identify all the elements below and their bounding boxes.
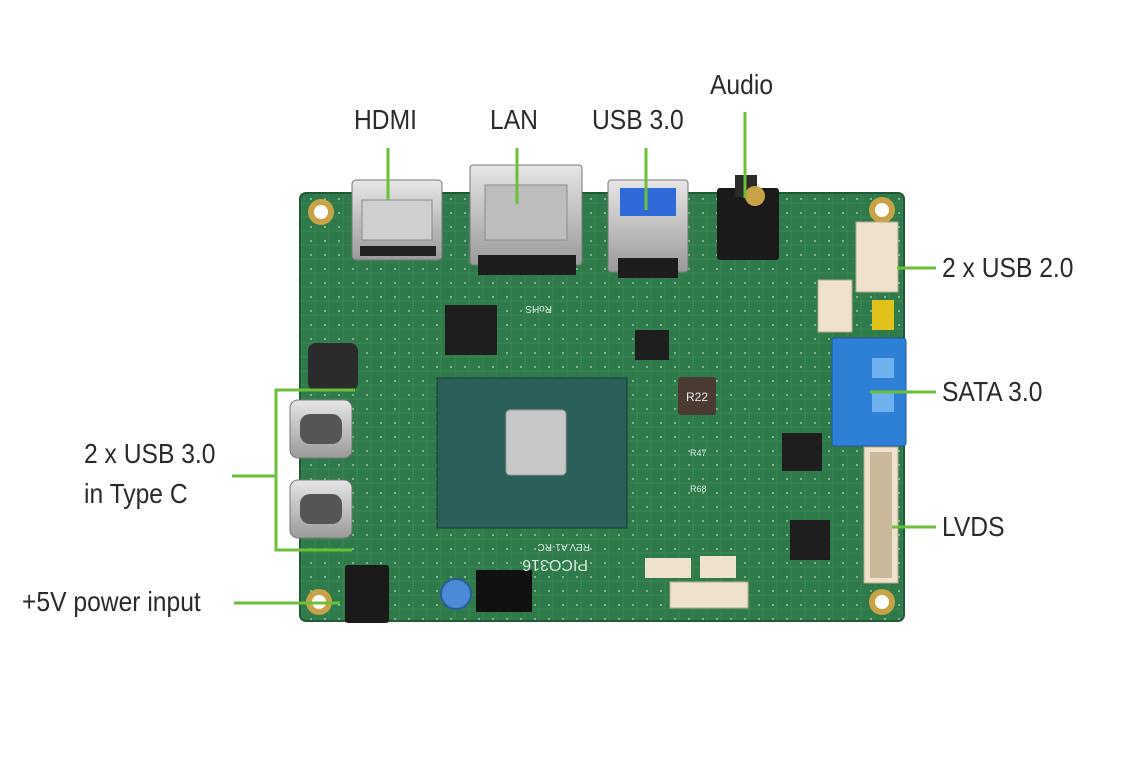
sata-label: SATA 3.0	[942, 376, 1043, 407]
usb20-headers	[817, 221, 899, 333]
board-rev-text: REV.A1-RC	[538, 541, 590, 552]
rohs-text: RoHS	[525, 303, 552, 314]
power-label: +5V power input	[22, 586, 201, 617]
board-model-text: PICO316	[522, 556, 588, 573]
r68-text: R68	[690, 484, 707, 494]
r47-text: R47	[690, 448, 707, 458]
usb30-connector	[607, 179, 689, 278]
sata-connector	[831, 337, 907, 447]
misc-components	[308, 305, 830, 612]
audio-label: Audio	[710, 69, 774, 100]
lan-connector	[469, 164, 583, 275]
usbc-ports	[289, 399, 353, 539]
usbc-label-line2: in Type C	[84, 478, 188, 509]
audio-jack	[717, 175, 779, 260]
silkscreen-text: PICO316 REV.A1-RC RoHS R22 R47 R68	[522, 303, 708, 573]
lvds-label: LVDS	[942, 511, 1005, 542]
hdmi-connector	[351, 179, 443, 261]
usb20-label: 2 x USB 2.0	[942, 252, 1074, 283]
usb30-label: USB 3.0	[592, 104, 684, 135]
usbc-label-line1: 2 x USB 3.0	[84, 438, 216, 469]
lan-label: LAN	[490, 104, 538, 135]
lvds-connector	[863, 446, 899, 584]
leader-lines	[232, 112, 936, 605]
hdmi-label: HDMI	[354, 104, 417, 135]
inductor-text: R22	[686, 390, 708, 404]
power-jack	[345, 565, 389, 623]
soc-chip	[436, 377, 628, 529]
